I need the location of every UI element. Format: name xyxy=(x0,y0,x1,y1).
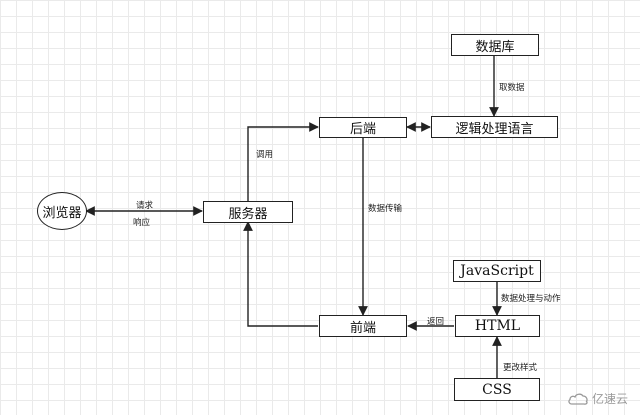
watermark-text: 亿速云 xyxy=(591,392,628,406)
database-node[interactable]: 数据库 xyxy=(451,34,539,56)
edge-label-request: 请求 xyxy=(136,201,154,211)
edge-label-return: 返回 xyxy=(427,317,445,327)
edge-server-backend xyxy=(247,122,319,201)
edge-label-data-transfer: 数据传输 xyxy=(368,204,403,214)
javascript-node[interactable]: JavaScript xyxy=(453,260,541,282)
server-node[interactable]: 服务器 xyxy=(203,201,293,223)
browser-node[interactable]: 浏览器 xyxy=(37,192,87,230)
edge-label-fetch-data: 取数据 xyxy=(499,83,525,93)
logic-node[interactable]: 逻辑处理语言 xyxy=(431,116,558,138)
server-node-label: 服务器 xyxy=(228,206,268,222)
logic-node-label: 逻辑处理语言 xyxy=(455,121,534,137)
backend-node-label: 后端 xyxy=(349,122,376,137)
edge-label-change-style: 更改样式 xyxy=(503,363,538,373)
edge-label-data-processing: 数据处理与动作 xyxy=(501,294,561,304)
html-node[interactable]: HTML xyxy=(455,315,540,337)
css-node[interactable]: CSS xyxy=(454,378,540,401)
frontend-node[interactable]: 前端 xyxy=(319,315,407,337)
database-node-label: 数据库 xyxy=(475,39,515,55)
edge-frontend-server xyxy=(243,221,318,327)
cloud-logo-icon xyxy=(568,393,588,405)
watermark: 亿速云 xyxy=(568,390,628,407)
edge-label-response: 响应 xyxy=(133,218,151,228)
css-node-label: CSS xyxy=(482,381,512,398)
edge-label-call: 调用 xyxy=(256,150,274,160)
backend-node[interactable]: 后端 xyxy=(319,117,407,138)
browser-node-label: 浏览器 xyxy=(42,205,82,221)
html-node-label: HTML xyxy=(474,318,521,334)
javascript-node-label: JavaScript xyxy=(460,263,534,279)
frontend-node-label: 前端 xyxy=(349,320,376,336)
